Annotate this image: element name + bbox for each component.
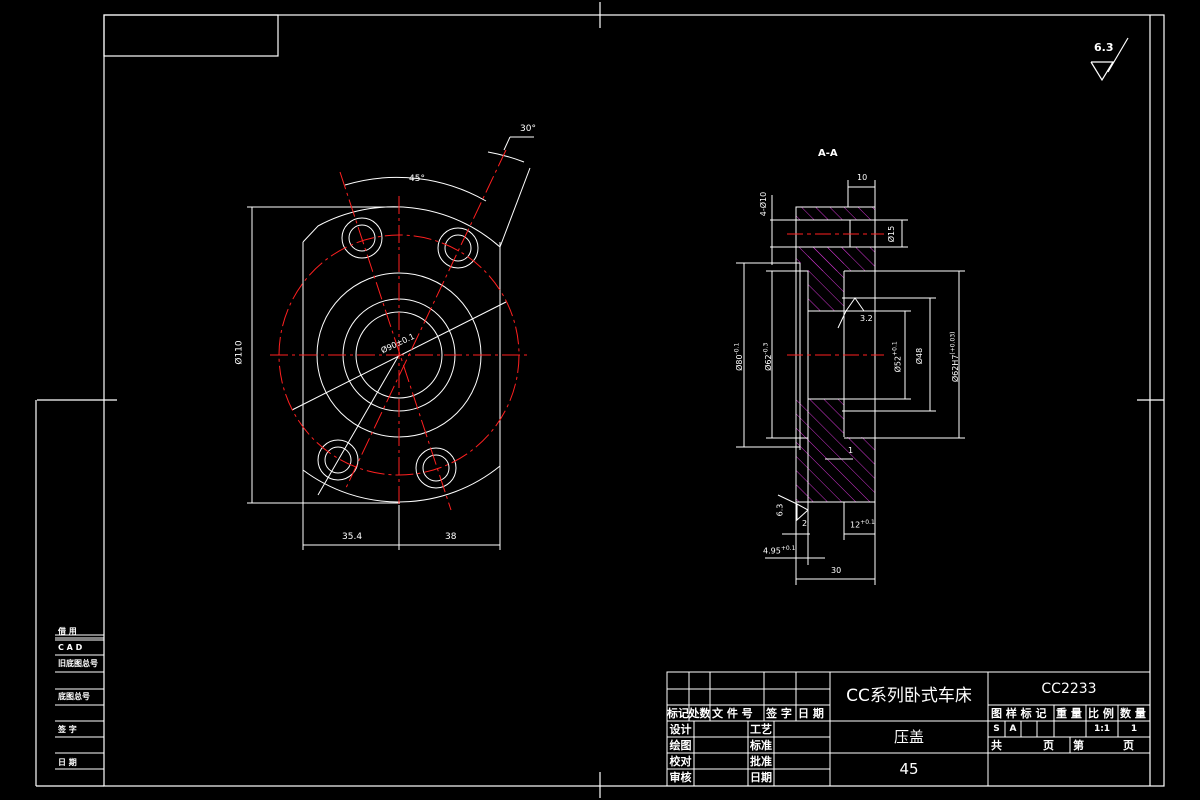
dim-front-height: Ø110 (234, 340, 245, 365)
dim-d3: Ø52+0.1 (891, 341, 903, 373)
dim-top-width: 10 (857, 173, 868, 182)
tb-role-check: 校对 (669, 754, 692, 768)
dim-angle-30: 30° (520, 124, 536, 134)
tb-role-approve: 批准 (750, 754, 772, 768)
tb-header-mark: 标记 (667, 706, 689, 720)
tb-attr-weight: 重 量 (1056, 706, 1082, 720)
tb-drawing-no: CC2233 (1041, 680, 1097, 697)
roughness-inner: 3.2 (860, 314, 873, 323)
tb-role-process: 工艺 (750, 722, 772, 736)
tb-header-count: 处数 (688, 706, 711, 720)
dim-d2: Ø62-0.3 (762, 342, 773, 371)
roughness-symbol-icon (1090, 37, 1129, 82)
dim-counterbore: Ø15 (887, 225, 897, 243)
dim-d1: Ø80-0.1 (733, 342, 744, 371)
left-strip (55, 620, 105, 786)
left-strip-drawing-no: 底图总号 (58, 692, 90, 701)
dim-offset: 4.95+0.1 (763, 545, 796, 556)
tb-role-standard: 标准 (750, 738, 772, 752)
front-view (247, 136, 534, 550)
tb-attr-quantity: 数 量 (1120, 706, 1146, 720)
tb-product-name: CC系列卧式车床 (846, 686, 972, 706)
tb-page-unit-1: 页 (1043, 738, 1054, 752)
left-strip-borrow: 借 用 (58, 627, 77, 636)
dim-d4: Ø48 (915, 347, 925, 365)
tb-page-current-label: 第 (1073, 738, 1084, 752)
tb-role-design: 设计 (669, 722, 692, 736)
tb-role-date: 日期 (750, 771, 772, 784)
tb-val-mark1: S (993, 723, 1000, 734)
roughness-face: 6.3 (775, 503, 785, 517)
left-strip-cad: C A D (58, 643, 83, 652)
dim-d5: Ø62H7(+0.03) (949, 331, 961, 383)
tb-header-file-no: 文 件 号 (712, 706, 753, 720)
tb-val-quantity: 1 (1130, 723, 1138, 734)
tb-attr-mark: 图 样 标 记 (991, 706, 1047, 720)
global-roughness-value: 6.3 (1094, 41, 1114, 54)
dim-step-2: 2 (802, 519, 808, 528)
tb-val-mark2: A (1009, 723, 1017, 734)
dim-depth: 12+0.1 (850, 519, 875, 530)
tb-val-scale: 1:1 (1093, 723, 1111, 734)
dim-step-1: 1 (848, 446, 854, 455)
left-strip-signature: 签 字 (58, 725, 77, 734)
dim-holes: 4-Ø10 (759, 191, 769, 217)
tb-header-date: 日 期 (798, 706, 824, 720)
title-block-grid (666, 671, 1151, 787)
tb-role-drawing: 绘图 (669, 738, 692, 752)
tb-part-name: 压盖 (893, 727, 924, 746)
left-strip-date: 日 期 (58, 758, 77, 767)
tb-page-total-label: 共 (991, 738, 1002, 752)
dim-front-right-width: 38 (445, 532, 457, 542)
dim-angle-45: 45° (409, 174, 425, 184)
section-title: A-A (818, 148, 838, 159)
tb-role-review: 审核 (669, 771, 692, 784)
section-view (736, 180, 965, 585)
dim-front-left-width: 35.4 (342, 532, 363, 542)
tb-page-unit-2: 页 (1123, 738, 1134, 752)
drawing-frame (35, 2, 1165, 798)
dim-total-length: 30 (831, 566, 842, 575)
tb-attr-scale: 比 例 (1088, 706, 1114, 720)
left-strip-old-drawing-no: 旧底图总号 (58, 659, 98, 668)
tb-material: 45 (899, 760, 919, 778)
tb-header-signature: 签 字 (766, 706, 792, 720)
